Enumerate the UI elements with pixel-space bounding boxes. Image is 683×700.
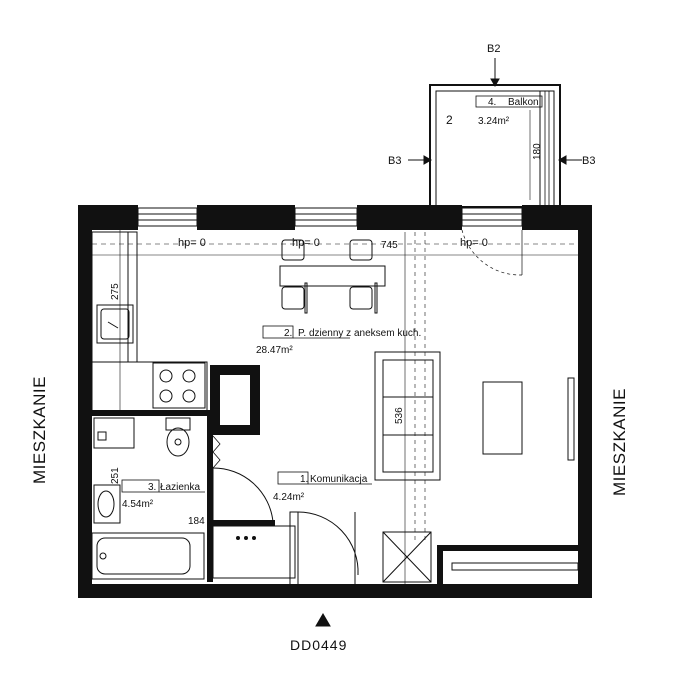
svg-text:3.: 3. <box>148 482 156 493</box>
svg-text:180: 180 <box>532 143 543 160</box>
neighbor-label-right: MIESZKANIE <box>609 388 629 496</box>
room-labels: 4. Balkon 3.24m² 2 2. P. dzienny z aneks… <box>122 97 539 510</box>
window-1 <box>137 207 198 227</box>
niche-wall <box>437 545 579 585</box>
svg-text:hp= 0: hp= 0 <box>292 237 320 249</box>
outer-walls <box>78 205 592 598</box>
dining-set <box>279 239 386 314</box>
svg-text:Balkon: Balkon <box>508 97 539 108</box>
markers: B2 B3 B3 hp= 0 hp= 0 hp= 0 <box>178 43 595 249</box>
svg-text:251: 251 <box>110 467 121 484</box>
window-2 <box>294 207 358 227</box>
wardrobe <box>382 531 432 583</box>
svg-text:4.54m²: 4.54m² <box>122 499 154 510</box>
hallway <box>212 511 359 627</box>
coffee-table <box>482 381 523 455</box>
dimension-labels: 745 184 180 275 536 251 <box>110 143 543 527</box>
svg-text:1.: 1. <box>300 474 308 485</box>
svg-text:Komunikacja: Komunikacja <box>310 474 368 485</box>
svg-text:B3: B3 <box>582 155 595 167</box>
svg-text:hp= 0: hp= 0 <box>460 237 488 249</box>
svg-text:184: 184 <box>188 516 205 527</box>
kitchen-counter <box>91 231 208 413</box>
shaft-block <box>210 365 260 435</box>
dimension-lines <box>92 230 578 584</box>
svg-text:745: 745 <box>381 240 398 251</box>
balcony <box>408 58 582 276</box>
sofa <box>374 351 441 481</box>
svg-text:Łazienka: Łazienka <box>160 482 200 493</box>
svg-text:3.24m²: 3.24m² <box>478 116 510 127</box>
neighbor-label-left: MIESZKANIE <box>29 376 49 484</box>
svg-text:536: 536 <box>394 407 405 424</box>
room-label-boxes <box>121 325 372 493</box>
window-3 <box>461 207 523 227</box>
svg-text:2: 2 <box>446 113 453 127</box>
bathroom-door-swing <box>212 435 274 523</box>
svg-text:B2: B2 <box>487 43 500 55</box>
svg-text:275: 275 <box>110 283 121 300</box>
svg-text:28.47m²: 28.47m² <box>256 345 293 356</box>
unit-code: DD0449 <box>290 637 348 653</box>
svg-text:4.24m²: 4.24m² <box>273 492 305 503</box>
svg-text:P. dzienny z aneksem kuch.: P. dzienny z aneksem kuch. <box>298 328 421 339</box>
svg-text:2.: 2. <box>284 328 292 339</box>
svg-text:hp= 0: hp= 0 <box>178 237 206 249</box>
bathroom-fixtures <box>91 417 205 580</box>
svg-text:B3: B3 <box>388 155 401 167</box>
bathroom-walls <box>92 410 275 582</box>
svg-text:4.: 4. <box>488 97 496 108</box>
tv <box>567 377 575 461</box>
